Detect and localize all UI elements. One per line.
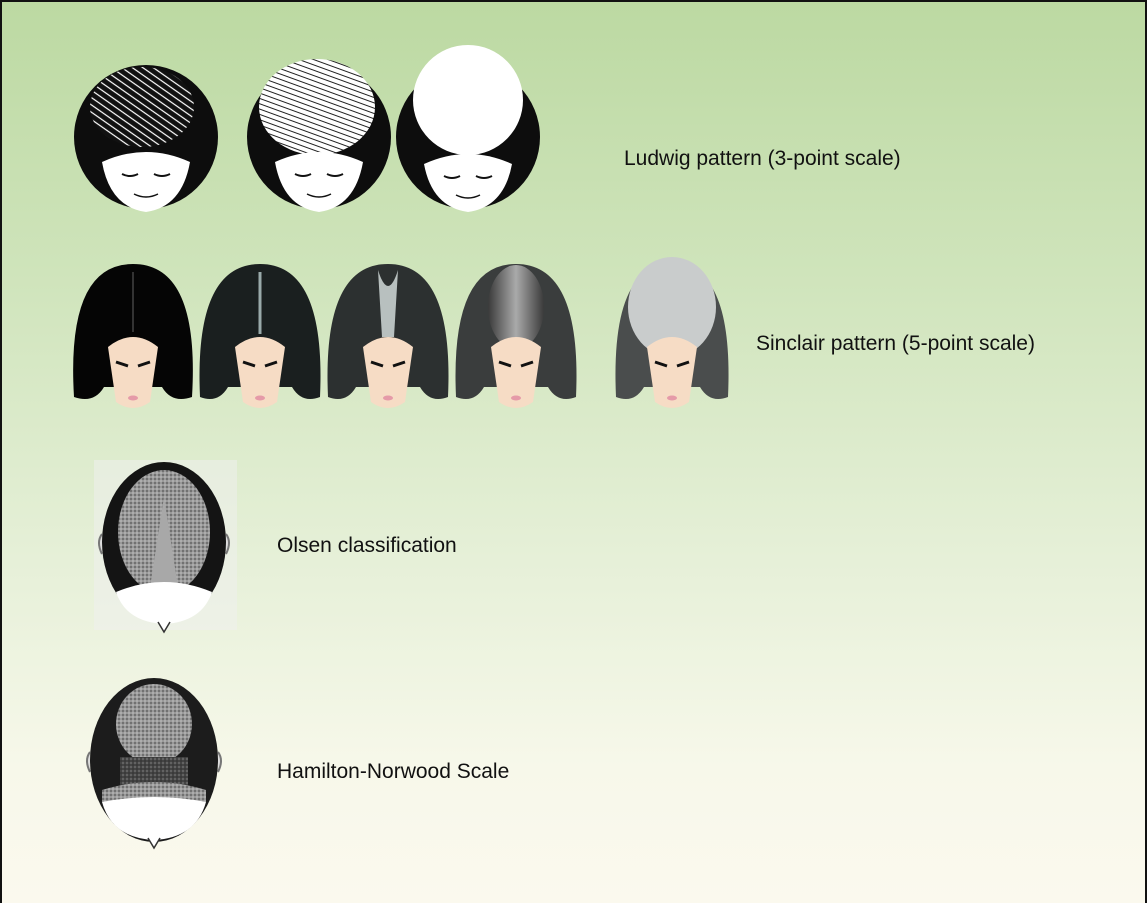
sinclair-stage-4 [456, 264, 577, 408]
ludwig-stage-1 [74, 65, 218, 212]
sinclair-stage-2 [200, 264, 321, 408]
ludwig-stage-3 [396, 45, 540, 212]
sinclair-stage-3 [328, 264, 449, 408]
olsen-head-diagram [94, 460, 237, 632]
ludwig-label: Ludwig pattern (3-point scale) [624, 147, 901, 171]
hamilton-norwood-head-diagram [87, 678, 221, 848]
sinclair-label: Sinclair pattern (5-point scale) [756, 332, 1035, 356]
sinclair-stage-5 [615, 257, 728, 408]
sinclair-stage-1 [73, 264, 193, 408]
ludwig-stage-2 [247, 59, 391, 212]
hamilton-norwood-label: Hamilton-Norwood Scale [277, 760, 509, 784]
olsen-label: Olsen classification [277, 534, 457, 558]
